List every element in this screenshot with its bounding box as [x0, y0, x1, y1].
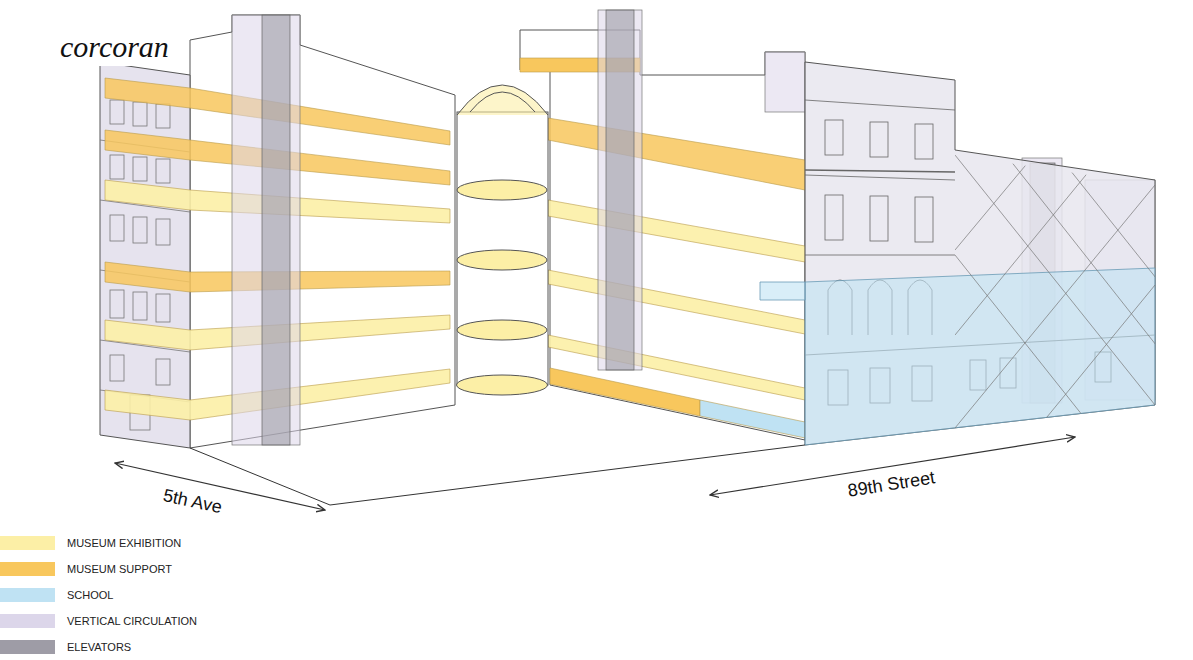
legend-entry: ELEVATORS: [0, 640, 300, 654]
vertical-circulation: [598, 10, 642, 370]
school-volume: [805, 268, 1155, 445]
street-name-holder: 89th Street: [840, 464, 943, 504]
rotunda: [457, 180, 547, 200]
legend-entry: SCHOOL: [0, 588, 300, 602]
floor-plate: [548, 270, 805, 334]
rotunda: [470, 92, 535, 112]
facade-lattice: [955, 185, 1155, 428]
facade-lattice: [955, 170, 1090, 335]
facade-lattice: [955, 155, 1160, 450]
legend-entry: MUSEUM SUPPORT: [0, 562, 300, 576]
facade-lattice: [955, 160, 1030, 250]
legend-swatch: [0, 640, 55, 654]
legend-swatch: [0, 562, 55, 576]
facade-window: [110, 155, 124, 179]
rotunda: [457, 112, 548, 385]
facade-window: [156, 359, 170, 385]
street-name: 5th Ave: [155, 482, 230, 521]
facade-window: [156, 219, 170, 245]
facade-window: [156, 104, 170, 128]
facade-window: [133, 157, 147, 181]
vertical-circulation: [232, 10, 1155, 445]
legend-swatch: [0, 614, 55, 628]
legend-swatch: [0, 536, 55, 550]
watermark-holder: corcoran: [54, 28, 175, 66]
vertical-circulation: [232, 15, 300, 445]
legend-text: MUSEUM SUPPORT: [67, 562, 172, 576]
facade-lattice: [1020, 285, 1155, 450]
facade-window: [110, 100, 124, 124]
facade-window: [156, 159, 170, 183]
facade-window: [870, 196, 888, 241]
legend-text: MUSEUM EXHIBITION: [67, 536, 181, 550]
school-volume: [760, 282, 805, 300]
street-facade: [805, 62, 1155, 445]
building-outline: [100, 62, 190, 448]
facade-window: [133, 102, 147, 126]
school-volume: [760, 268, 1155, 445]
facade-window: [805, 175, 955, 180]
floor-plate: [548, 118, 805, 190]
facade-window: [133, 292, 147, 320]
legend-text: VERTICAL CIRCULATION: [67, 614, 197, 628]
street-name-holder: 5th Ave: [155, 482, 230, 521]
facade-window: [110, 355, 124, 381]
rotunda: [457, 250, 547, 270]
facade-window: [805, 255, 955, 256]
facade-window: [825, 120, 843, 155]
facade-window: [110, 215, 124, 241]
facade-window: [133, 217, 147, 243]
facade-lattice: [1010, 160, 1160, 350]
elevator-shaft: [262, 15, 290, 445]
elevator-shaft: [606, 10, 634, 370]
legend: MUSEUM EXHIBITION MUSEUM SUPPORT SCHOOL VER…: [0, 536, 300, 660]
ground-line: [190, 445, 805, 505]
facade-window: [870, 122, 888, 157]
facade-lattice: [955, 155, 1155, 405]
floor-plate: [700, 400, 805, 438]
ground-line: [190, 445, 805, 505]
rotunda: [457, 375, 548, 395]
legend-entry: VERTICAL CIRCULATION: [0, 614, 300, 628]
facade-window: [915, 124, 933, 159]
floor-plate: [105, 58, 805, 438]
facade-window: [825, 195, 843, 240]
watermark: corcoran: [54, 28, 175, 66]
facade-window: [805, 170, 955, 172]
street-arrow: [115, 437, 1075, 510]
legend-text: SCHOOL: [67, 588, 113, 602]
facade-lattice: [955, 255, 1110, 450]
facade-window: [805, 100, 955, 110]
legend-text: ELEVATORS: [67, 640, 131, 654]
floor-plate: [550, 368, 700, 416]
facade-window: [915, 197, 933, 242]
rotunda: [457, 85, 548, 115]
building-outline: [520, 30, 805, 440]
building-outline: [100, 15, 805, 448]
facade-lattice: [1070, 170, 1160, 283]
legend-swatch: [0, 588, 55, 602]
vertical-circulation: [765, 52, 805, 112]
street-name: 89th Street: [840, 464, 943, 504]
street-facade: [805, 62, 1155, 445]
legend-entry: MUSEUM EXHIBITION: [0, 536, 300, 550]
rotunda: [457, 85, 549, 395]
facade-window: [110, 290, 124, 318]
facade-window: [156, 294, 170, 322]
rotunda: [457, 320, 547, 340]
floor-plate: [548, 200, 805, 262]
